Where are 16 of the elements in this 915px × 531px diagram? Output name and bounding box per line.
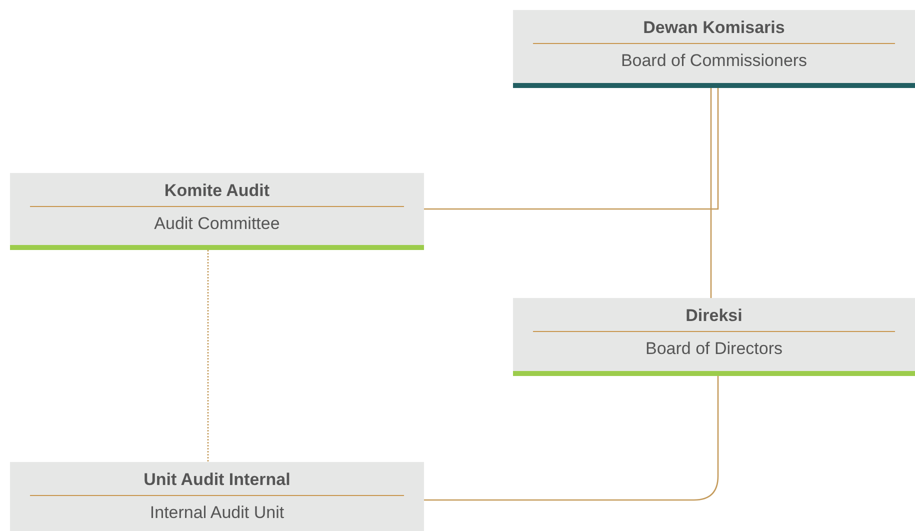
unit-translation: Board of Directors	[646, 338, 782, 360]
dotted-connector	[207, 250, 209, 462]
connector-line	[424, 88, 719, 210]
unit-name: Dewan Komisaris	[643, 17, 785, 39]
unit-translation: Audit Committee	[154, 213, 280, 235]
unit-name: Unit Audit Internal	[144, 469, 290, 491]
unit-name: Komite Audit	[164, 180, 270, 202]
unit-translation: Board of Commissioners	[620, 50, 808, 72]
connector-line	[710, 88, 712, 298]
org-unit-box	[10, 462, 424, 531]
connector-line	[424, 376, 719, 501]
org-unit-box	[513, 10, 915, 88]
org-unit-box	[10, 173, 424, 250]
org-unit-box	[513, 298, 915, 376]
unit-translation: Internal Audit Unit	[150, 502, 284, 524]
unit-name: Direksi	[686, 305, 742, 327]
